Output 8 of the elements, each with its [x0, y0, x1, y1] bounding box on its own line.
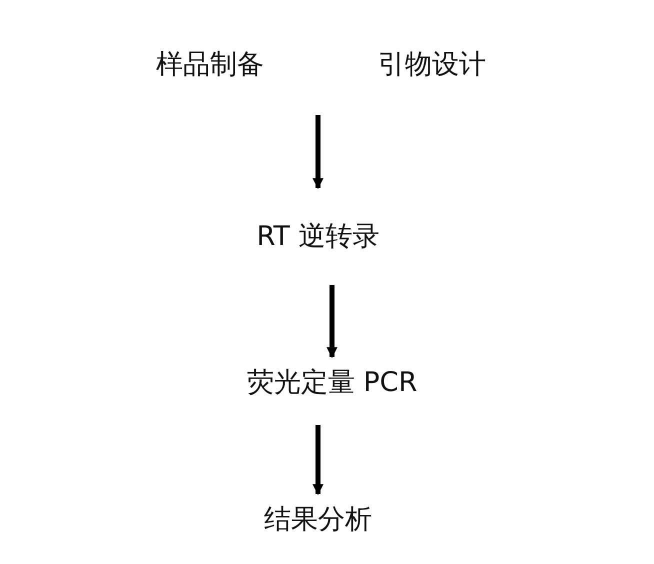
step-label: RT 逆转录 [256, 221, 380, 253]
step-label: 引物设计 [378, 49, 486, 81]
step-label: 样品制备 [156, 49, 264, 81]
step-label: 结果分析 [264, 504, 372, 536]
step-label: 荧光定量 PCR [246, 367, 418, 399]
arrow [312, 115, 324, 190]
arrow [312, 425, 324, 496]
arrow [326, 285, 338, 358]
